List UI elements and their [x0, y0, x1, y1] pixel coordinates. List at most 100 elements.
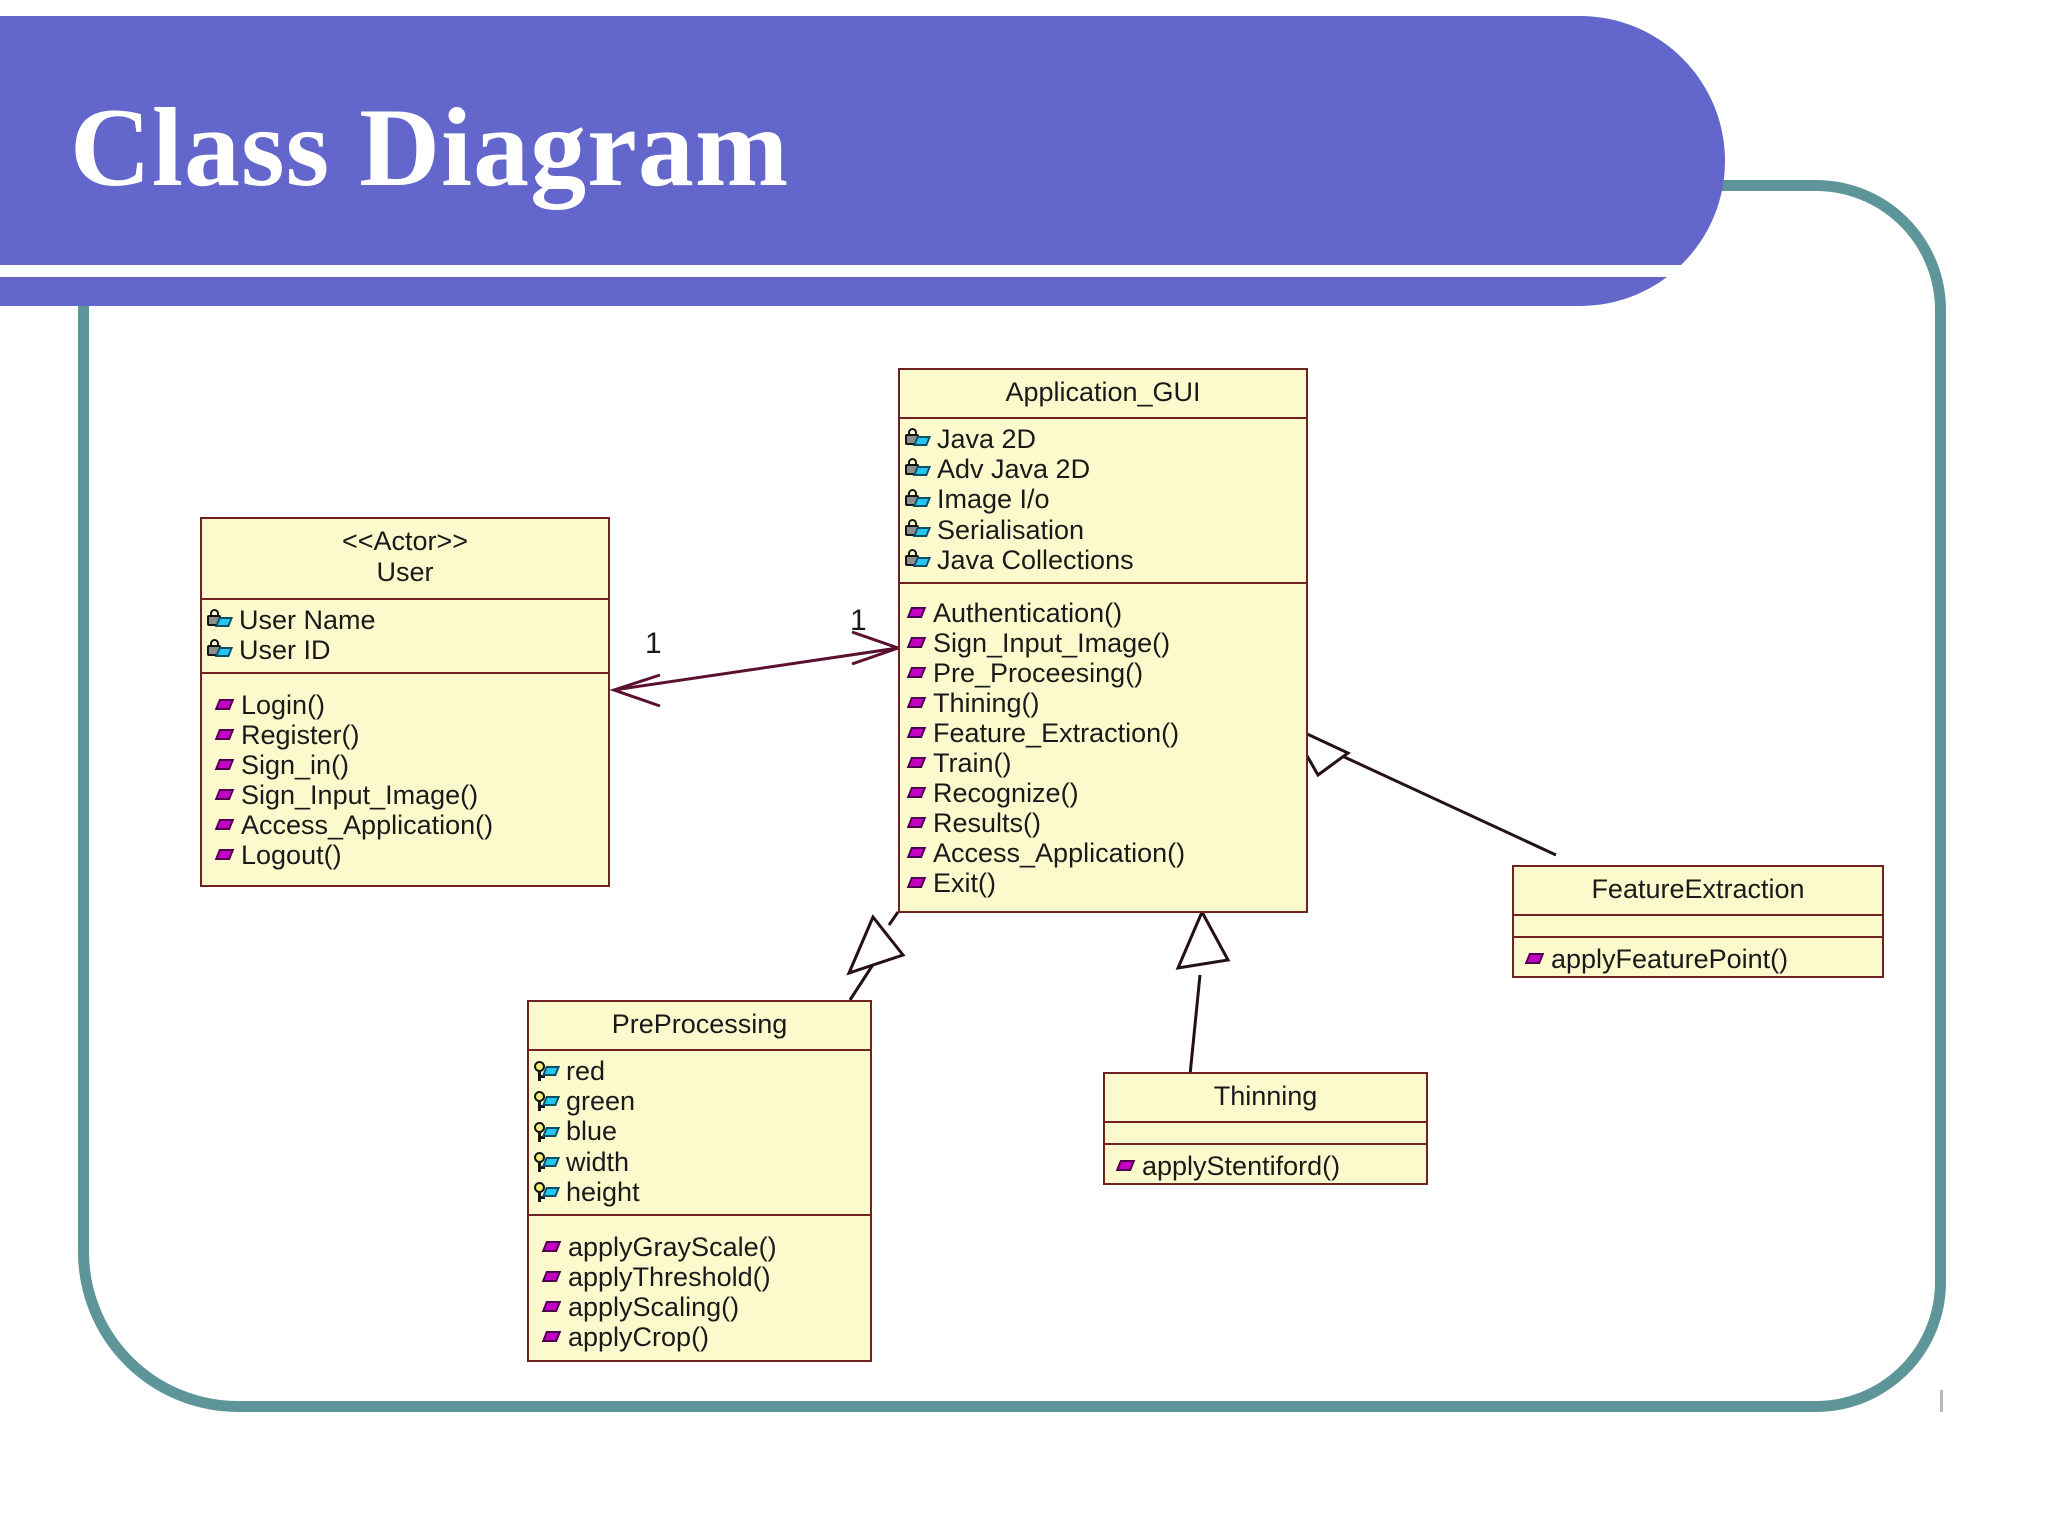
private-attribute-icon	[904, 427, 934, 451]
method-icon	[541, 1327, 565, 1347]
class-title-application-gui: Application_GUI	[900, 370, 1306, 420]
method-icon	[214, 845, 238, 865]
method-row: applyStentiford()	[1115, 1151, 1422, 1182]
private-attribute-icon	[904, 548, 934, 572]
public-attribute-icon	[533, 1150, 563, 1174]
class-box-featureextraction[interactable]: FeatureExtraction applyFeaturePoint()	[1512, 865, 1884, 978]
method-icon	[906, 753, 930, 773]
attribute-row: green	[533, 1086, 866, 1116]
method-icon	[1115, 1156, 1139, 1176]
generalization-featureextraction-application-gui	[1286, 722, 1557, 857]
method-icon	[906, 663, 930, 683]
multiplicity-label-user-side: 1	[645, 627, 662, 660]
method-icon	[541, 1267, 565, 1287]
attribute-label: width	[566, 1146, 630, 1177]
method-row: applyGrayScale()	[541, 1231, 866, 1262]
method-icon	[906, 603, 930, 623]
attribute-row: Adv Java 2D	[904, 454, 1302, 484]
methods-compartment-application-gui: Authentication() Sign_Input_Image() Pre_…	[900, 584, 1306, 906]
methods-compartment-thinning: applyStentiford()	[1105, 1145, 1426, 1188]
attribute-label: User Name	[239, 604, 376, 635]
method-label: Sign_in()	[241, 749, 350, 780]
generalization-preprocessing-application-gui	[846, 911, 906, 1001]
attribute-label: Serialisation	[937, 514, 1085, 545]
method-row: applyScaling()	[541, 1291, 866, 1322]
class-name-thinning: Thinning	[1213, 1081, 1318, 1111]
public-attribute-icon	[533, 1120, 563, 1144]
method-label: Register()	[241, 719, 360, 750]
method-icon	[906, 813, 930, 833]
class-title-user: <<Actor>> User	[202, 519, 608, 600]
method-icon	[541, 1297, 565, 1317]
method-icon	[906, 873, 930, 893]
private-attribute-icon	[206, 638, 236, 662]
attributes-compartment-user: User Name User ID	[202, 600, 608, 674]
attribute-label: green	[566, 1086, 636, 1117]
private-attribute-icon	[904, 488, 934, 512]
methods-compartment-featureextraction: applyFeaturePoint()	[1514, 938, 1882, 981]
private-attribute-icon	[904, 518, 934, 542]
method-row: Recognize()	[906, 778, 1302, 809]
class-title-thinning: Thinning	[1105, 1074, 1426, 1124]
method-label: Feature_Extraction()	[933, 718, 1180, 749]
attribute-label: blue	[566, 1116, 618, 1147]
method-label: applyGrayScale()	[568, 1231, 777, 1262]
title-underline-rule	[0, 265, 1840, 277]
method-row: Thining()	[906, 688, 1302, 718]
generalization-thinning-application-gui	[1175, 908, 1231, 1076]
method-row: Login()	[214, 689, 604, 720]
method-row: Exit()	[906, 868, 1302, 898]
method-row: applyFeaturePoint()	[1524, 944, 1878, 975]
method-label: applyFeaturePoint()	[1551, 944, 1789, 975]
attributes-compartment-preprocessing: red green blue width height	[529, 1051, 870, 1216]
private-attribute-icon	[206, 608, 236, 632]
method-row: Sign_in()	[214, 749, 604, 780]
method-icon	[906, 633, 930, 653]
method-label: Pre_Proceesing()	[933, 657, 1144, 688]
method-label: applyScaling()	[568, 1291, 740, 1322]
method-label: Recognize()	[933, 778, 1079, 809]
class-box-preprocessing[interactable]: PreProcessing red green blue width heigh…	[527, 1000, 872, 1362]
method-label: Access_Application()	[933, 838, 1186, 869]
method-row: Sign_Input_Image()	[906, 628, 1302, 658]
class-name-preprocessing: PreProcessing	[611, 1009, 788, 1039]
method-label: applyThreshold()	[568, 1261, 771, 1292]
class-box-application-gui[interactable]: Application_GUI Java 2D Adv Java 2D Imag…	[898, 368, 1308, 913]
attribute-row: Image I/o	[904, 484, 1302, 514]
method-icon	[1524, 949, 1548, 969]
attribute-label: Java Collections	[937, 544, 1134, 575]
method-icon	[214, 785, 238, 805]
public-attribute-icon	[533, 1180, 563, 1204]
class-name-application-gui: Application_GUI	[1005, 377, 1201, 407]
method-icon	[214, 755, 238, 775]
methods-compartment-user: Login() Register() Sign_in() Sign_Input_…	[202, 674, 608, 877]
method-row: Train()	[906, 748, 1302, 779]
attribute-label: Image I/o	[937, 484, 1050, 515]
method-icon	[214, 725, 238, 745]
method-icon	[214, 815, 238, 835]
method-icon	[906, 723, 930, 743]
method-row: Logout()	[214, 840, 604, 870]
attribute-row: red	[533, 1056, 866, 1086]
method-icon	[906, 843, 930, 863]
class-title-preprocessing: PreProcessing	[529, 1002, 870, 1052]
page-title: Class Diagram	[70, 86, 790, 210]
method-row: Access_Application()	[214, 810, 604, 840]
attribute-label: Java 2D	[937, 424, 1037, 455]
method-label: applyStentiford()	[1142, 1151, 1341, 1182]
attributes-compartment-thinning	[1105, 1123, 1426, 1146]
attributes-compartment-featureextraction	[1514, 916, 1882, 939]
private-attribute-icon	[904, 457, 934, 481]
method-label: Login()	[241, 689, 326, 720]
public-attribute-icon	[533, 1059, 563, 1083]
attribute-label: height	[566, 1176, 640, 1207]
attribute-label: red	[566, 1056, 606, 1087]
attribute-row: width	[533, 1147, 866, 1177]
class-box-user[interactable]: <<Actor>> User User Name User ID Login()…	[200, 517, 610, 887]
attribute-row: User Name	[206, 605, 604, 635]
class-name-user: User	[376, 557, 434, 588]
methods-compartment-preprocessing: applyGrayScale() applyThreshold() applyS…	[529, 1216, 870, 1359]
class-box-thinning[interactable]: Thinning applyStentiford()	[1103, 1072, 1428, 1185]
frame-tick-mark	[1940, 1390, 1943, 1412]
method-label: Train()	[933, 748, 1012, 779]
